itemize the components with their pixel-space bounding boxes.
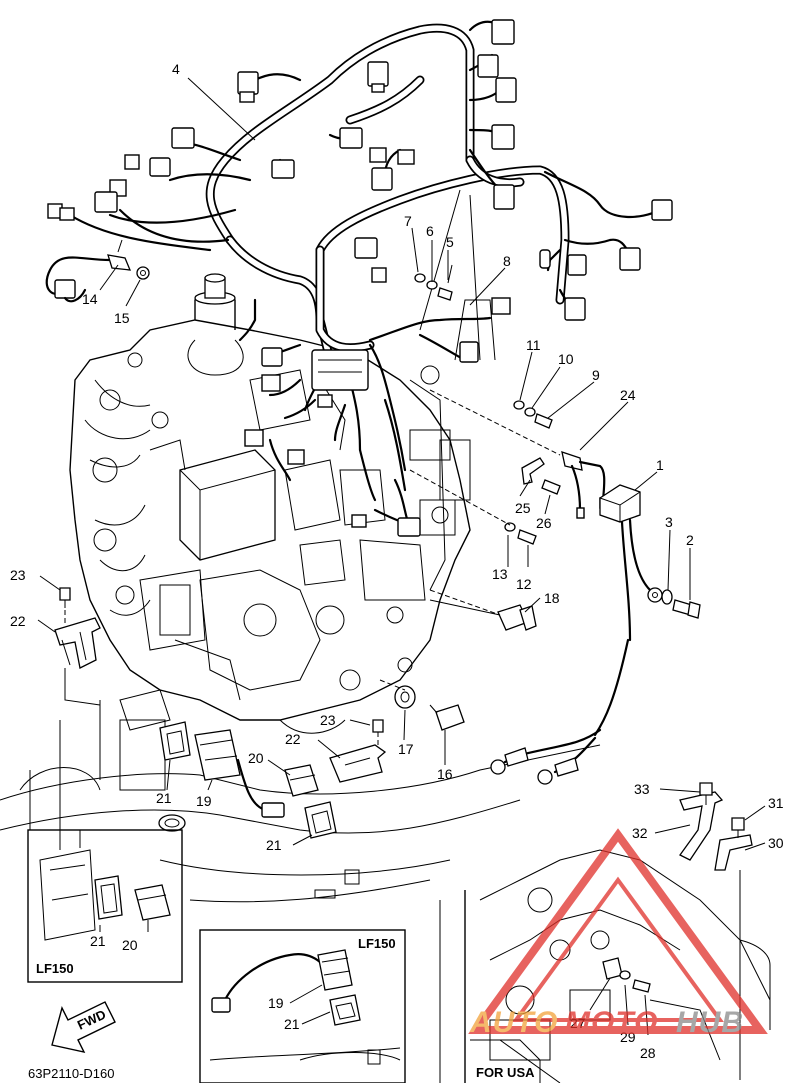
fwd-label: FWD (75, 1007, 108, 1033)
part-2-3-fasteners (661, 589, 701, 619)
inset-middle-title: LF150 (358, 936, 396, 951)
label-17: 17 (398, 741, 414, 757)
label-6: 6 (426, 223, 434, 239)
part-5-7-fasteners (414, 264, 453, 301)
inset-left-label-20: 20 (122, 937, 138, 953)
label-9: 9 (592, 367, 600, 383)
watermark-moto: MOTO (565, 1006, 658, 1039)
part-14-sensor (54, 239, 132, 303)
label-22b: 22 (285, 731, 301, 747)
inset-left-label-21: 21 (90, 933, 106, 949)
label-30: 30 (768, 835, 784, 851)
label-20: 20 (248, 750, 264, 766)
label-18: 18 (544, 590, 560, 606)
label-11: 11 (526, 337, 541, 353)
inset-left-lf150: 21 20 LF150 (27, 829, 183, 983)
inset-right-title: FOR USA (476, 1065, 535, 1080)
label-23a: 23 (10, 567, 26, 583)
label-19: 19 (196, 793, 212, 809)
part-22-23-bracket-left (54, 587, 101, 706)
label-24: 24 (620, 387, 636, 403)
label-26: 26 (536, 515, 552, 531)
part-15-washer (136, 266, 150, 280)
bottom-cowling (0, 700, 601, 1083)
fwd-arrow: FWD (51, 1001, 116, 1053)
part-19-grommet (194, 729, 285, 818)
label-14: 14 (82, 291, 98, 307)
watermark-logo: AUTO MOTO HUB (468, 828, 768, 1039)
watermark-hub: HUB (676, 1006, 744, 1039)
inset-left-title: LF150 (36, 961, 74, 976)
inset-middle-label-21: 21 (284, 1016, 300, 1032)
inset-right-for-usa: FOR USA (464, 782, 771, 1083)
part-1-battery-cable (490, 484, 663, 785)
label-3: 3 (665, 514, 673, 530)
label-10: 10 (558, 351, 574, 367)
label-23b: 23 (320, 712, 336, 728)
part-labels: 4 7 6 5 8 11 10 9 24 1 3 2 14 15 23 22 2… (10, 61, 784, 1061)
wire-harness (45, 19, 673, 537)
label-32: 32 (632, 825, 648, 841)
part-21-grommet (158, 721, 337, 839)
part-16-17 (379, 679, 465, 731)
inset-middle-lf150: LF150 19 21 (199, 929, 406, 1083)
part-9-11-fasteners (513, 400, 553, 429)
diagram-code: 63P2110-D160 (28, 1066, 115, 1081)
part-12-13-fasteners (409, 469, 537, 545)
label-1: 1 (656, 457, 664, 473)
inset-middle-label-19: 19 (268, 995, 284, 1011)
label-8: 8 (503, 253, 511, 269)
part-18-sensor (429, 589, 537, 631)
label-4: 4 (172, 61, 180, 77)
label-25: 25 (515, 500, 531, 516)
engine-block (69, 189, 496, 734)
part-20-coupler (284, 764, 319, 797)
label-16: 16 (437, 766, 453, 782)
label-7: 7 (404, 213, 412, 229)
part-22-23-bracket-mid (329, 719, 387, 783)
label-13: 13 (492, 566, 508, 582)
label-15: 15 (114, 310, 130, 326)
label-5: 5 (446, 234, 454, 250)
label-21a: 21 (156, 790, 172, 806)
label-33: 33 (634, 781, 650, 797)
label-21b: 21 (266, 837, 282, 853)
watermark-auto: AUTO (469, 1006, 558, 1039)
label-31: 31 (768, 795, 784, 811)
label-12: 12 (516, 576, 532, 592)
label-28: 28 (640, 1045, 656, 1061)
label-2: 2 (686, 532, 694, 548)
label-22a: 22 (10, 613, 26, 629)
